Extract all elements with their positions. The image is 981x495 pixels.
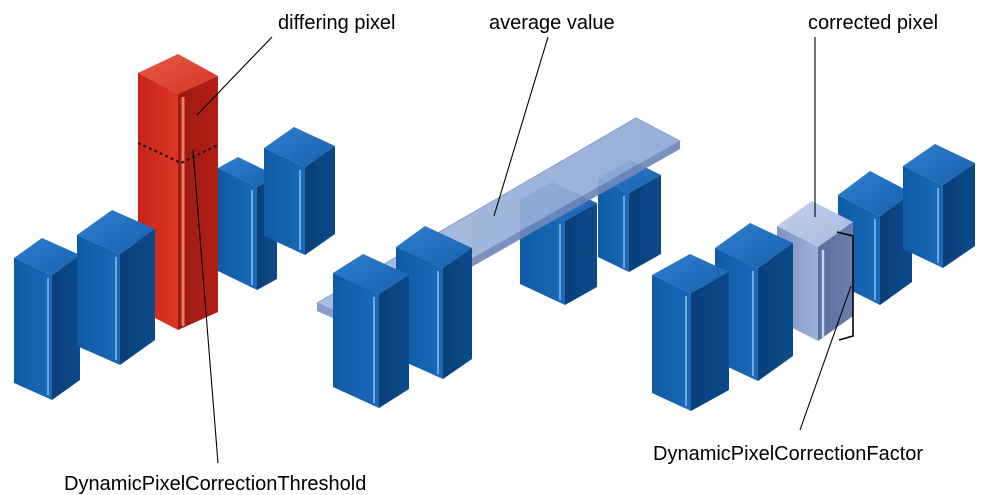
pixel-bar — [218, 157, 277, 290]
threshold-leader — [192, 149, 219, 464]
threshold-dotted-line — [137, 142, 219, 165]
factor-leader — [799, 285, 852, 431]
differing-pixel-leader — [196, 36, 273, 116]
pixel-bar — [14, 238, 80, 400]
pixel-bar — [903, 144, 975, 268]
correction-factor-bracket — [836, 231, 854, 341]
average-value-leader — [493, 36, 549, 217]
pixel-bar — [264, 127, 335, 255]
left-pixel-group — [14, 54, 335, 400]
corrected-pixel-label: corrected pixel — [808, 12, 938, 34]
differing-pixel-label: differing pixel — [278, 12, 395, 34]
average-value-label: average value — [489, 12, 615, 34]
pixel-bar — [652, 254, 729, 411]
threshold-label: DynamicPixelCorrectionThreshold — [64, 473, 366, 495]
right-pixel-group — [652, 144, 975, 411]
pixel-bar — [77, 210, 155, 365]
middle-pixel-group — [315, 117, 682, 408]
pixel-bar — [333, 254, 409, 408]
correction-factor-label: DynamicPixelCorrectionFactor — [653, 443, 923, 465]
